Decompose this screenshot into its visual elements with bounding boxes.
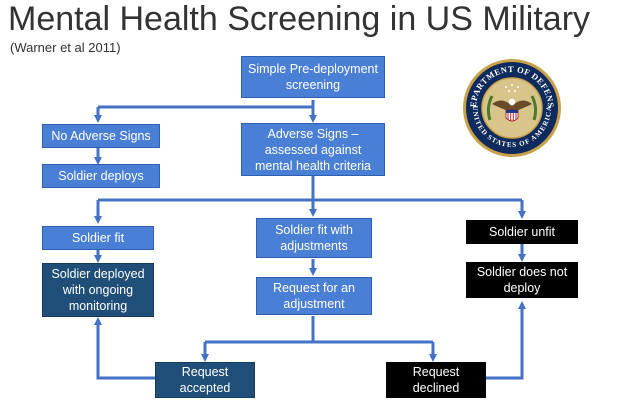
citation-subtitle: (Warner et al 2011)	[10, 40, 121, 55]
request-declined-box: Request declined	[386, 362, 486, 398]
soldier-fit-box: Soldier fit	[42, 226, 154, 250]
no-adverse-signs-box: No Adverse Signs	[42, 124, 160, 148]
request-adjustment-box: Request for an adjustment	[256, 277, 372, 315]
request-accepted-box: Request accepted	[155, 362, 255, 398]
soldier-unfit-box: Soldier unfit	[466, 220, 578, 244]
adverse-signs-box: Adverse Signs – assessed against mental …	[241, 123, 385, 176]
soldier-deploys-box: Soldier deploys	[42, 164, 160, 188]
does-not-deploy-box: Soldier does not deploy	[466, 262, 578, 298]
deployed-monitoring-box: Soldier deployed with ongoing monitoring	[42, 263, 154, 317]
screening-box: Simple Pre-deployment screening	[241, 56, 385, 98]
fit-with-adjustments-box: Soldier fit with adjustments	[256, 218, 372, 258]
page-title: Mental Health Screening in US Military	[8, 0, 591, 38]
dod-seal-icon: DEPARTMENT OF DEFENSE UNITED STATES OF A…	[462, 58, 561, 157]
